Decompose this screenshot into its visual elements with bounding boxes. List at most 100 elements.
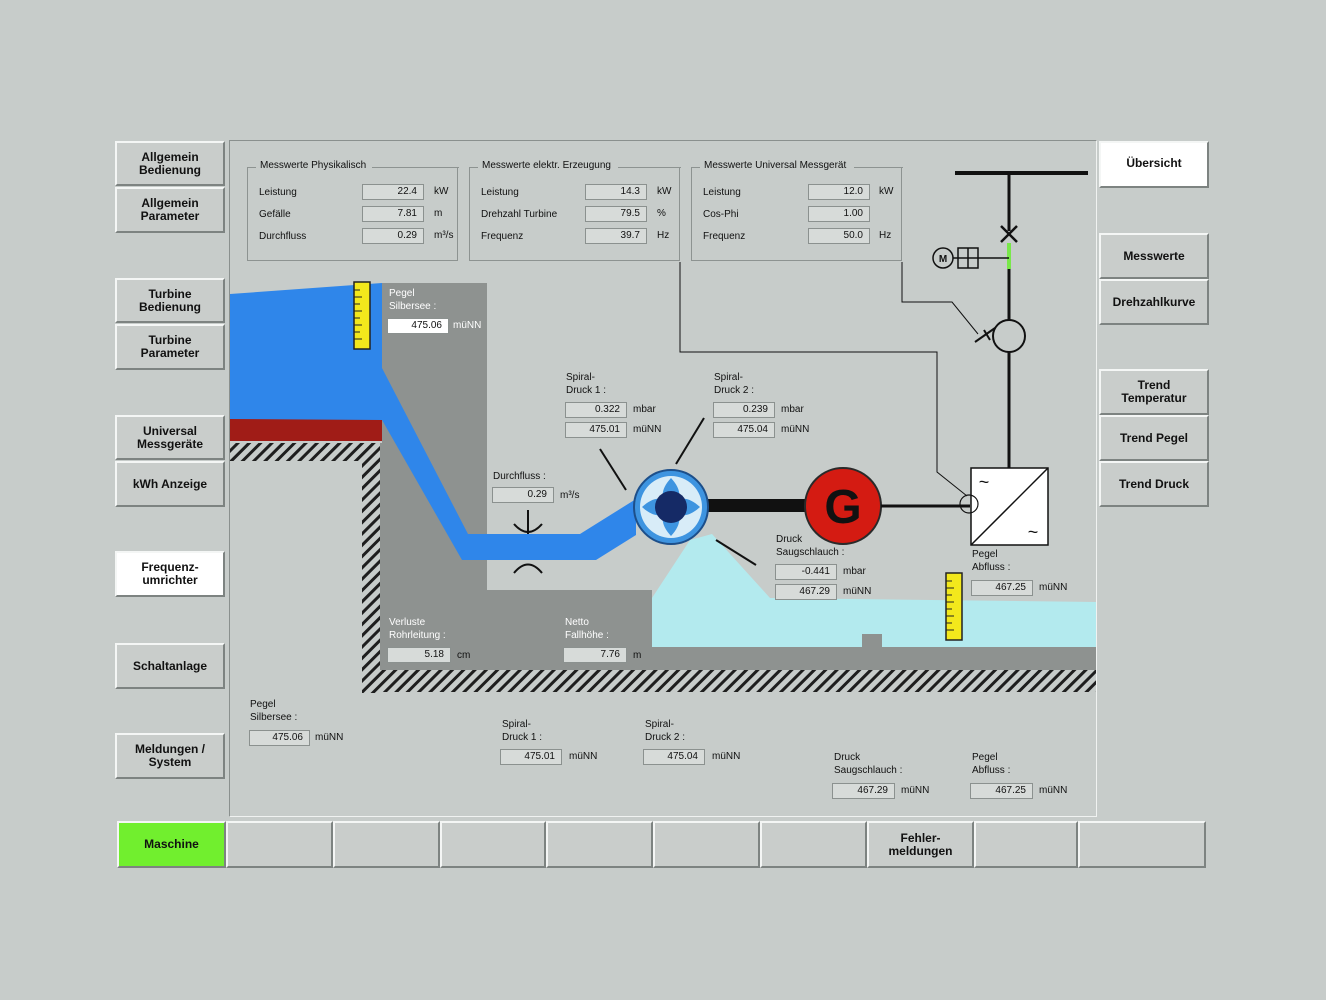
nav-meldungen-system[interactable]: Meldungen / System — [115, 733, 225, 779]
pegel-abfluss-label: Pegel Abfluss : — [972, 549, 1011, 573]
nav-uebersicht[interactable]: Übersicht — [1099, 141, 1209, 188]
nav-universal-messgeraete[interactable]: Universal Messgeräte — [115, 415, 225, 460]
group-elek-title: Messwerte elektr. Erzeugung — [482, 160, 611, 171]
nav-allgemein-parameter[interactable]: Allgemein Parameter — [115, 187, 225, 233]
netto-label: Netto Fallhöhe : — [565, 617, 609, 641]
nav-maschine[interactable]: Maschine — [117, 821, 226, 868]
nav-label: Trend Temperatur — [1121, 378, 1187, 405]
lower-spiral1-label: Spiral- Druck 1 : — [502, 719, 543, 743]
spiral2-unit-muenn: müNN — [781, 424, 810, 435]
univ-value-cosphi: 1.00 — [808, 206, 870, 222]
nav-trend-pegel[interactable]: Trend Pegel — [1099, 415, 1209, 461]
pegel-abfluss-value: 467.25 — [971, 580, 1033, 596]
nav-label: Allgemein Parameter — [140, 196, 200, 223]
univ-value-leistung: 12.0 — [808, 184, 870, 200]
druck-saug-unit-mbar: mbar — [843, 566, 866, 577]
frequency-converter-icon — [959, 467, 1049, 546]
netto-value: 7.76 — [563, 647, 627, 663]
verluste-label: Verluste Rohrleitung : — [389, 617, 446, 641]
nav-label: Trend Pegel — [1119, 430, 1189, 445]
spiral1-unit-muenn: müNN — [633, 424, 662, 435]
spiral2-value-muenn: 475.04 — [713, 422, 775, 438]
elek-label-leistung: Leistung — [481, 187, 519, 198]
lower-spiral2-label: Spiral- Druck 2 : — [645, 719, 686, 743]
lower-druck-saug-label: Druck Saugschlauch : — [834, 752, 903, 776]
phys-unit-durchfluss: m³/s — [434, 230, 454, 241]
phys-label-leistung: Leistung — [259, 187, 297, 198]
spiral1-value-muenn: 475.01 — [565, 422, 627, 438]
tail-water — [652, 534, 1096, 647]
spiral2-unit-mbar: mbar — [781, 404, 804, 415]
druck-saug-label: Druck Saugschlauch : — [776, 534, 845, 558]
druck-saug-unit-muenn: müNN — [843, 586, 872, 597]
group-elek: Messwerte elektr. Erzeugung — [469, 160, 681, 261]
lower-pegel-silbersee-value: 475.06 — [249, 730, 310, 746]
nav-empty-9[interactable] — [1078, 821, 1206, 868]
pegel-silbersee-label: Pegel Silbersee : — [389, 288, 437, 312]
lower-pegel-silbersee-label: Pegel Silbersee : — [250, 699, 298, 723]
nav-empty-8[interactable] — [974, 821, 1078, 868]
phys-value-leistung: 22.4 — [362, 184, 424, 200]
druck-saug-value-mbar: -0.441 — [775, 564, 837, 580]
nav-empty-2[interactable] — [333, 821, 440, 868]
group-univ-title: Messwerte Universal Messgerät — [704, 160, 847, 171]
nav-trend-temperatur[interactable]: Trend Temperatur — [1099, 369, 1209, 415]
nav-kwh-anzeige[interactable]: kWh Anzeige — [115, 461, 225, 507]
univ-label-cosphi: Cos-Phi — [703, 209, 739, 220]
pegel-silbersee-value: 475.06 — [387, 318, 449, 334]
level-gauge-upper-ticks — [354, 289, 362, 340]
nav-trend-druck[interactable]: Trend Druck — [1099, 461, 1209, 507]
nav-allgemein-bedienung[interactable]: Allgemein Bedienung — [115, 141, 225, 186]
nav-label: Fehler- meldungen — [888, 830, 953, 858]
elek-unit-drehzahl: % — [657, 208, 666, 219]
nav-label: Turbine Parameter — [140, 333, 200, 360]
turbine-shaft — [708, 499, 808, 512]
netto-unit: m — [633, 650, 642, 661]
nav-label: kWh Anzeige — [132, 476, 208, 491]
phys-unit-gefaelle: m — [434, 208, 443, 219]
nav-label: Frequenz- umrichter — [141, 560, 199, 587]
elek-label-frequenz: Frequenz — [481, 231, 524, 242]
nav-label: Messwerte — [1123, 248, 1185, 263]
nav-schaltanlage[interactable]: Schaltanlage — [115, 643, 225, 689]
motor-drive-icon — [932, 247, 1009, 269]
univ-label-leistung: Leistung — [703, 187, 741, 198]
nav-empty-4[interactable] — [546, 821, 653, 868]
nav-drehzahlkurve[interactable]: Drehzahlkurve — [1099, 279, 1209, 325]
elek-value-frequenz: 39.7 — [585, 228, 647, 244]
pegel-silbersee-unit: müNN — [453, 320, 482, 331]
elek-unit-frequenz: Hz — [657, 230, 670, 241]
lower-pegel-abfluss-value: 467.25 — [970, 783, 1033, 799]
nav-fehlermeldungen[interactable]: Fehler- meldungen — [867, 821, 974, 868]
nav-empty-1[interactable] — [226, 821, 333, 868]
nav-label: Trend Druck — [1118, 476, 1190, 491]
nav-messwerte[interactable]: Messwerte — [1099, 233, 1209, 279]
lower-druck-saug-value: 467.29 — [832, 783, 895, 799]
durchfluss-label: Durchfluss : — [493, 471, 546, 482]
svg-text:M: M — [939, 254, 947, 265]
lower-spiral2-unit: müNN — [712, 751, 741, 762]
elek-value-drehzahl: 79.5 — [585, 206, 647, 222]
nav-turbine-bedienung[interactable]: Turbine Bedienung — [115, 278, 225, 323]
elek-unit-leistung: kW — [657, 186, 672, 197]
sensor-leaders — [599, 417, 757, 566]
clay-layer — [230, 419, 382, 441]
nav-empty-6[interactable] — [760, 821, 867, 868]
nav-frequenzumrichter[interactable]: Frequenz- umrichter — [115, 551, 225, 597]
upper-reservoir — [230, 283, 636, 560]
durchfluss-value: 0.29 — [492, 487, 554, 503]
breaker-icon — [1000, 225, 1018, 243]
nav-empty-5[interactable] — [653, 821, 760, 868]
univ-label-frequenz: Frequenz — [703, 231, 746, 242]
spiral1-label: Spiral- Druck 1 : — [566, 372, 607, 396]
nav-label: Meldungen / System — [135, 742, 205, 769]
nav-empty-3[interactable] — [440, 821, 546, 868]
phys-unit-leistung: kW — [434, 186, 449, 197]
nav-label: Maschine — [144, 837, 199, 851]
nav-turbine-parameter[interactable]: Turbine Parameter — [115, 324, 225, 370]
verluste-value: 5.18 — [387, 647, 451, 663]
elek-value-leistung: 14.3 — [585, 184, 647, 200]
ground-hatch — [230, 443, 1096, 693]
lower-pegel-abfluss-unit: müNN — [1039, 785, 1068, 796]
